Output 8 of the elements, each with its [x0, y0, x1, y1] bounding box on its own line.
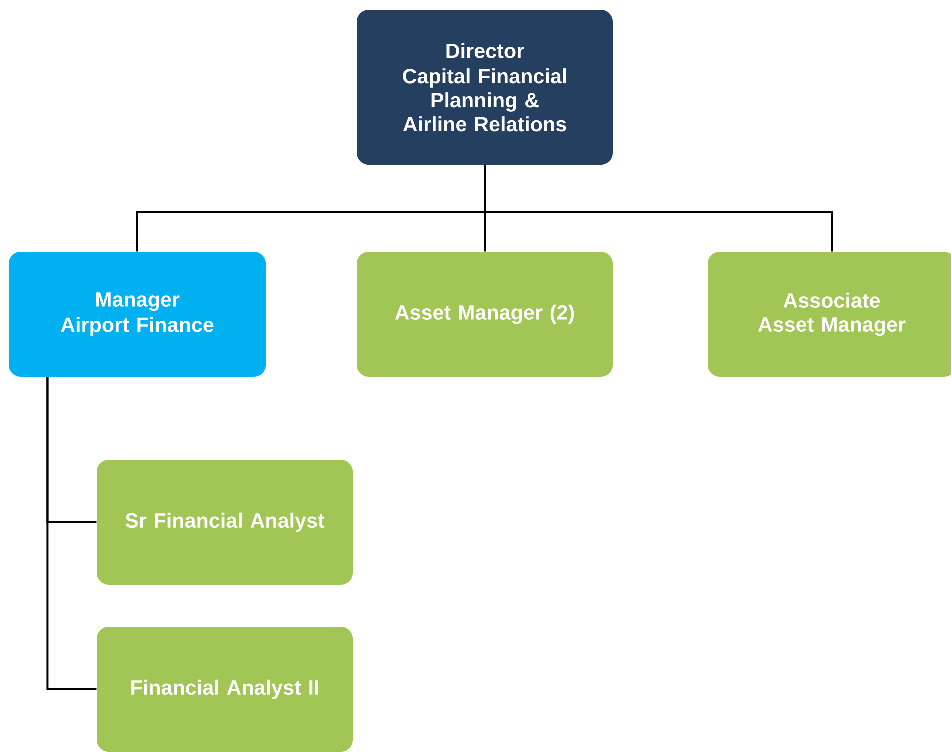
director-box: Director Capital Financial Planning & Airline Relations: [357, 10, 613, 165]
connector-line: [46, 377, 97, 690]
position-box: Sr Financial Analyst: [97, 460, 353, 586]
position-box: Associate Asset Manager: [708, 252, 951, 378]
manager-box: Manager Airport Finance: [8, 252, 266, 378]
position-box: Financial Analyst II: [97, 626, 353, 752]
position-box: Asset Manager (2): [357, 252, 613, 378]
connector-line: [484, 165, 833, 252]
